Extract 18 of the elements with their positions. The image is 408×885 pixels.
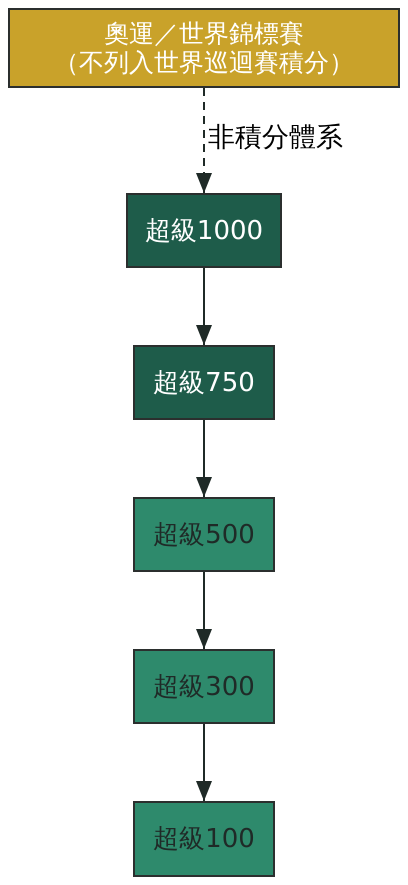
node-label: 超級100 bbox=[153, 823, 255, 855]
node-label: 超級1000 bbox=[144, 214, 264, 246]
process-box bbox=[133, 801, 275, 877]
process-box bbox=[133, 497, 275, 572]
arrow bbox=[196, 724, 212, 801]
arrow bbox=[196, 268, 212, 345]
node-label: 奧運／世界錦標賽 bbox=[104, 19, 304, 48]
process-box bbox=[133, 345, 275, 420]
arrow bbox=[196, 420, 212, 497]
node-label: 超級750 bbox=[153, 366, 255, 398]
node-subtext: （不列入世界巡迴賽積分） bbox=[54, 48, 354, 77]
node-label: 超級300 bbox=[153, 670, 255, 702]
process-box bbox=[126, 193, 282, 268]
process-box bbox=[133, 649, 275, 724]
process-box bbox=[8, 8, 400, 88]
node-label: 超級500 bbox=[153, 518, 255, 550]
dashed-arrow bbox=[196, 88, 212, 193]
arrow bbox=[196, 572, 212, 649]
